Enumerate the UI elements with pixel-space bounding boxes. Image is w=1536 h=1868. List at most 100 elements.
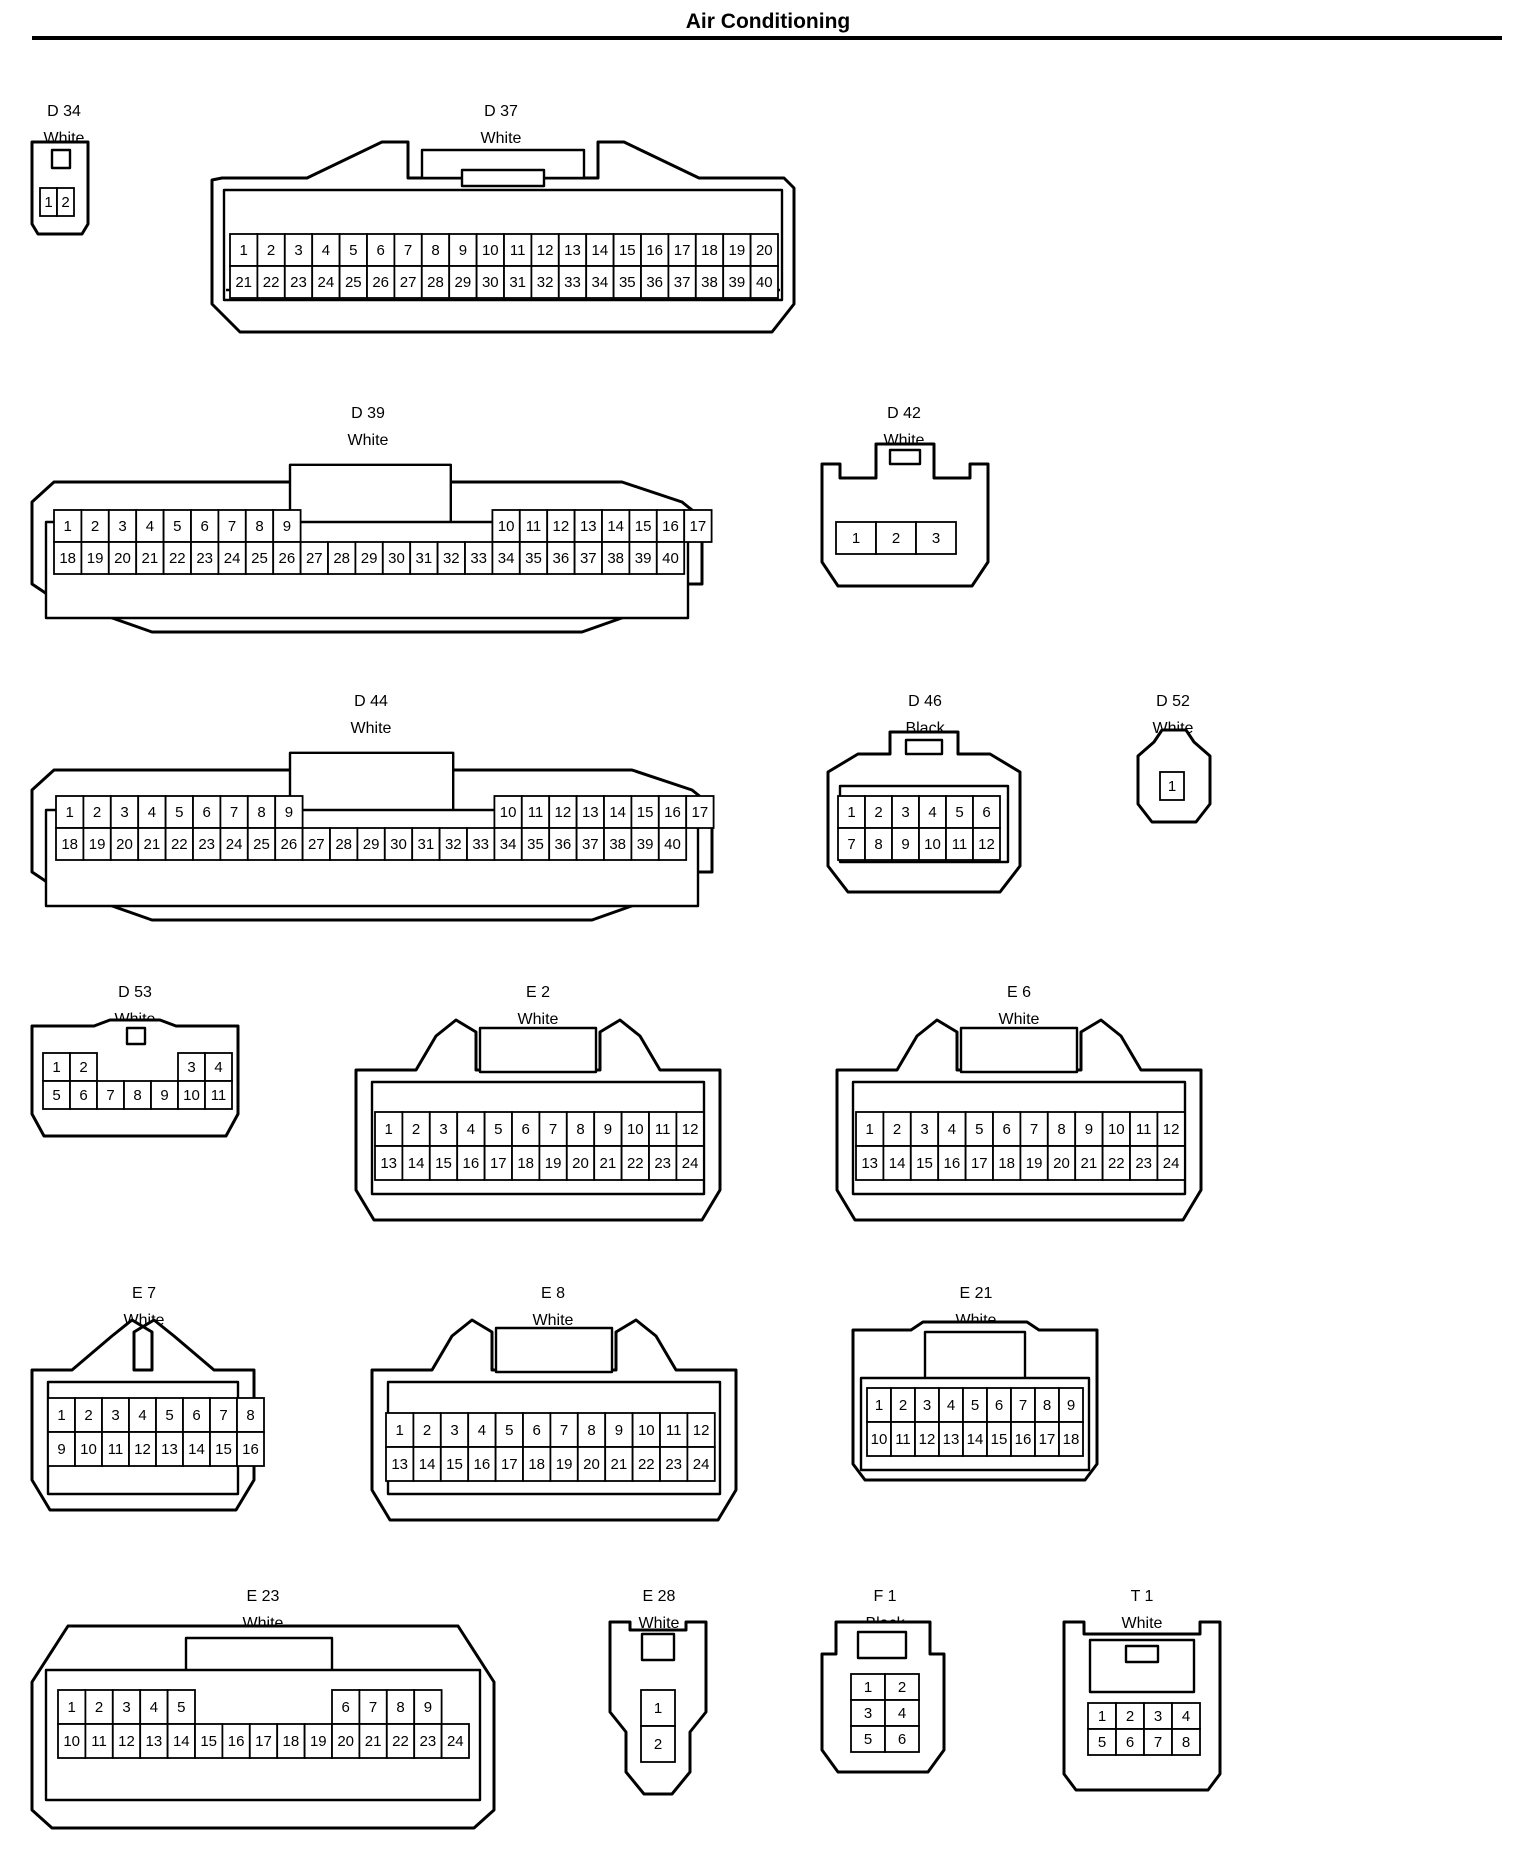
- pin-cell: [612, 265, 642, 299]
- pin-number: 29: [455, 274, 472, 291]
- pin-number: 17: [971, 1155, 988, 1172]
- pin-cell: [374, 1145, 404, 1181]
- pin-number: 18: [517, 1155, 534, 1172]
- pin-cell: [244, 509, 275, 543]
- pin-number: 37: [674, 274, 691, 291]
- connector-id: E 7: [131, 1285, 156, 1302]
- pin-number: 2: [79, 1059, 87, 1076]
- pin-number: 32: [445, 836, 462, 853]
- pin-number: 7: [228, 518, 236, 535]
- pin-number: 11: [952, 836, 968, 853]
- pin-cell: [101, 1431, 130, 1467]
- pin-number: 22: [627, 1155, 644, 1172]
- pin-cell: [107, 541, 138, 575]
- pin-number: 16: [664, 804, 681, 821]
- pin-number: 28: [335, 836, 352, 853]
- pin-number: 8: [396, 1699, 404, 1716]
- pin-cell: [992, 1111, 1022, 1147]
- pin-number: 19: [729, 242, 746, 259]
- pin-number: 33: [470, 550, 487, 567]
- connector-id: F 1: [873, 1588, 897, 1605]
- pin-number: 13: [861, 1155, 878, 1172]
- pin-number: 20: [337, 1733, 354, 1750]
- pin-cell: [557, 265, 588, 299]
- pin-number: 1: [52, 1059, 60, 1076]
- pin-number: 15: [916, 1155, 933, 1172]
- pin-number: 19: [545, 1155, 562, 1172]
- pin-cell: [938, 1387, 964, 1423]
- pin-number: 3: [932, 530, 940, 547]
- pin-number: 14: [592, 242, 609, 259]
- pin-number: 19: [1026, 1155, 1043, 1172]
- pin-number: 16: [242, 1441, 259, 1458]
- pin-number: 6: [377, 242, 385, 259]
- pin-number: 14: [967, 1431, 984, 1448]
- pin-number: 30: [482, 274, 499, 291]
- pin-number: 24: [318, 274, 335, 291]
- pin-number: 11: [510, 242, 526, 259]
- pin-number: 8: [255, 518, 263, 535]
- pin-cell: [1046, 1111, 1077, 1147]
- pin-cell: [630, 827, 660, 861]
- pin-number: 14: [889, 1155, 906, 1172]
- pin-number: 21: [1081, 1155, 1098, 1172]
- pin-cell: [439, 1446, 470, 1482]
- latch-tab: [50, 148, 72, 170]
- pin-cell: [749, 233, 779, 267]
- pin-number: 16: [944, 1155, 961, 1172]
- pin-cell: [217, 509, 247, 543]
- pin-number: 5: [175, 804, 183, 821]
- pin-cell: [576, 1446, 607, 1482]
- pin-number: 20: [572, 1155, 589, 1172]
- pin-cell: [1019, 1145, 1049, 1181]
- pin-cell: [530, 265, 560, 299]
- pin-number: 22: [638, 1456, 655, 1473]
- pin-cell: [986, 1421, 1012, 1457]
- pin-number: 34: [498, 550, 515, 567]
- pin-number: 6: [533, 1422, 541, 1439]
- pin-number: 15: [635, 518, 652, 535]
- pin-cell: [69, 1052, 98, 1082]
- pin-cell: [1074, 1111, 1104, 1147]
- pin-cell: [749, 265, 779, 299]
- pin-number: 3: [111, 1407, 119, 1424]
- pin-cell: [992, 1145, 1022, 1181]
- pin-cell: [107, 509, 138, 543]
- pin-cell: [909, 1145, 940, 1181]
- pin-cell: [327, 541, 357, 575]
- connector-color: White: [350, 720, 392, 737]
- pin-cell: [420, 265, 451, 299]
- pin-number: 7: [847, 836, 855, 853]
- pin-number: 15: [200, 1733, 217, 1750]
- pin-number: 2: [899, 1397, 907, 1414]
- pin-number: 9: [285, 804, 293, 821]
- connector-id: E 23: [246, 1588, 280, 1605]
- pin-number: 22: [169, 550, 186, 567]
- pin-cell: [648, 1145, 678, 1181]
- pin-cell: [518, 509, 549, 543]
- pin-number: 24: [447, 1733, 464, 1750]
- pin-number: 9: [615, 1422, 623, 1439]
- pin-number: 11: [655, 1121, 671, 1138]
- pin-number: 5: [1098, 1734, 1106, 1751]
- pin-number: 5: [864, 1731, 872, 1748]
- pin-cell: [374, 1111, 404, 1147]
- pin-cell: [938, 1421, 964, 1457]
- pin-number: 12: [553, 518, 570, 535]
- pin-cell: [192, 827, 222, 861]
- pin-number: 13: [146, 1733, 163, 1750]
- pin-number: 6: [1003, 1121, 1011, 1138]
- pin-cell: [601, 541, 631, 575]
- pin-number: 4: [148, 804, 156, 821]
- pin-number: 33: [472, 836, 489, 853]
- pin-number: 1: [864, 1679, 872, 1696]
- pin-number: 8: [874, 836, 882, 853]
- pin-number: 10: [638, 1422, 655, 1439]
- pin-number: 13: [580, 518, 597, 535]
